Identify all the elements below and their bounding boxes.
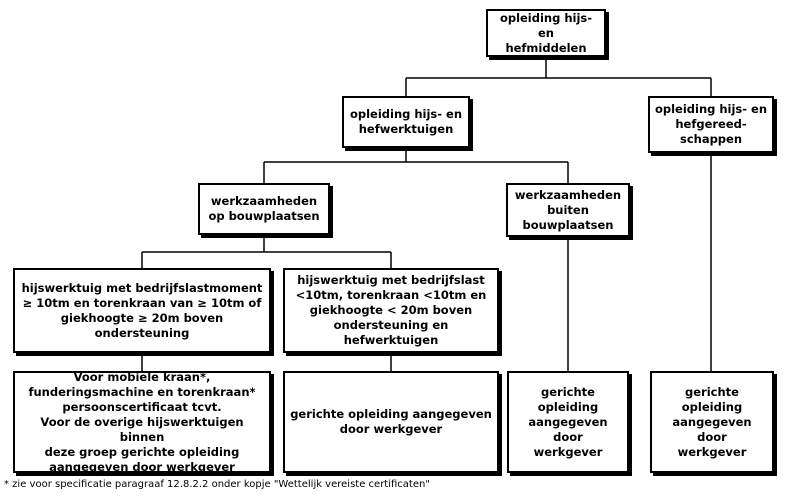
box-hijswerktuig-groot: hijswerktuig met bedrijfslastmoment ≥ 10…: [13, 268, 271, 353]
box-opleiding-hijs-hefmiddelen: opleiding hijs- en hefmiddelen: [486, 9, 606, 57]
footnote: * zie voor specificatie paragraaf 12.8.2…: [4, 479, 430, 490]
box-certificaat-mobiele-kraan: Voor mobiele kraan*, funderingsmachine e…: [13, 370, 271, 474]
box-hijswerktuig-klein: hijswerktuig met bedrijfslast <10tm, tor…: [283, 268, 499, 353]
box-opleiding-hijs-hefgereedschappen: opleiding hijs- en hefgereed- schappen: [648, 96, 774, 153]
box-werkzaamheden-op-bouwplaatsen: werkzaamheden op bouwplaatsen: [198, 183, 330, 235]
box-gerichte-opleiding-3: gerichte opleiding aangegeven door werkg…: [650, 371, 774, 473]
box-gerichte-opleiding-1: gerichte opleiding aangegeven door werkg…: [283, 371, 499, 473]
box-gerichte-opleiding-2: gerichte opleiding aangegeven door werkg…: [507, 371, 629, 473]
box-werkzaamheden-buiten-bouwplaatsen: werkzaamheden buiten bouwplaatsen: [506, 183, 630, 237]
box-opleiding-hijs-hefwerktuigen: opleiding hijs- en hefwerktuigen: [342, 96, 470, 148]
